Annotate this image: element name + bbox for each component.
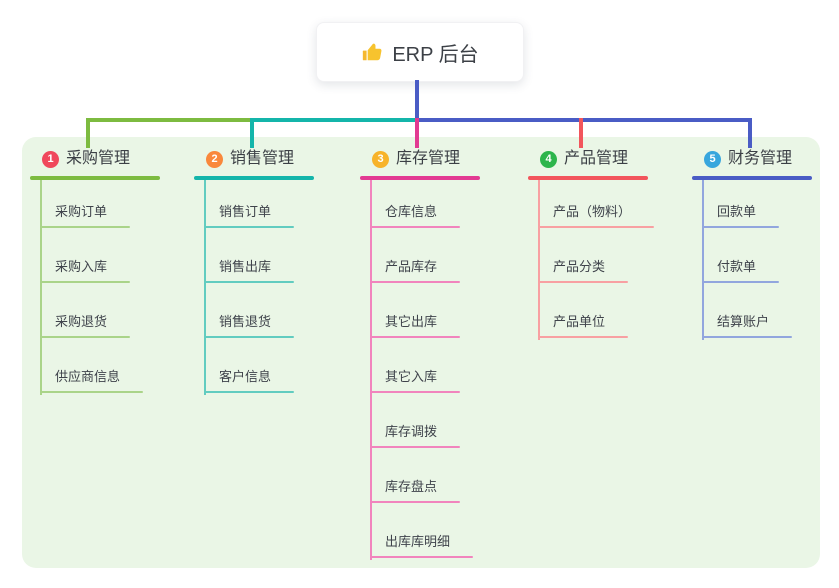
child-item[interactable]: 其它入库 [385,369,438,384]
child-item[interactable]: 回款单 [717,204,757,219]
children-rail-3 [370,180,372,560]
child-underline [40,226,130,228]
child-underline [702,226,779,228]
child-item[interactable]: 结算账户 [717,314,770,329]
child-underline [204,336,294,338]
branch-underline-4 [528,176,648,180]
root-connector-line [415,80,419,120]
child-item[interactable]: 采购入库 [55,259,108,274]
branch-header-5[interactable]: 财务管理 [728,150,793,167]
children-rail-5 [702,180,704,340]
child-item[interactable]: 产品单位 [553,314,606,329]
branch-underline-2 [194,176,314,180]
child-underline [370,556,473,558]
root-topic-label: ERP 后台 [392,43,479,66]
child-item[interactable]: 仓库信息 [385,204,438,219]
thumbs-up-icon [361,41,383,63]
mindmap-panel [22,137,820,568]
child-underline [40,281,130,283]
child-underline [538,281,628,283]
branch-badge-5: 5 [704,151,721,168]
child-item[interactable]: 库存盘点 [385,479,438,494]
branch-underline-1 [30,176,160,180]
child-item[interactable]: 产品库存 [385,259,438,274]
child-item[interactable]: 供应商信息 [55,369,121,384]
branch-drop-line-2 [250,118,254,148]
child-item[interactable]: 采购订单 [55,204,108,219]
children-rail-1 [40,180,42,395]
child-item[interactable]: 销售订单 [219,204,272,219]
child-item[interactable]: 采购退货 [55,314,108,329]
root-topic[interactable]: ERP 后台 [316,22,524,82]
child-underline [370,336,460,338]
child-item[interactable]: 产品分类 [553,259,606,274]
child-underline [538,226,654,228]
branch-drop-line-1 [86,118,90,148]
child-item[interactable]: 其它出库 [385,314,438,329]
child-underline [702,281,779,283]
branch-drop-line-3 [415,118,419,148]
child-underline [40,336,130,338]
child-underline [370,501,460,503]
branch-rail-segment-1 [86,118,254,122]
branch-drop-line-4 [579,118,583,148]
child-underline [538,336,628,338]
branch-header-4[interactable]: 产品管理 [564,150,629,167]
child-underline [204,226,294,228]
branch-underline-5 [692,176,812,180]
child-item[interactable]: 出库库明细 [385,534,451,549]
child-underline [702,336,792,338]
child-underline [370,391,460,393]
branch-badge-4: 4 [540,151,557,168]
child-item[interactable]: 客户信息 [219,369,272,384]
child-item[interactable]: 产品（物料） [553,204,632,219]
branch-badge-3: 3 [372,151,389,168]
child-item[interactable]: 付款单 [717,259,757,274]
branch-underline-3 [360,176,480,180]
child-underline [370,446,460,448]
branch-header-3[interactable]: 库存管理 [396,150,461,167]
child-underline [370,281,460,283]
child-item[interactable]: 销售出库 [219,259,272,274]
child-item[interactable]: 库存调拨 [385,424,438,439]
branch-rail-segment-2 [254,118,418,122]
children-rail-4 [538,180,540,340]
child-item[interactable]: 销售退货 [219,314,272,329]
child-underline [370,226,460,228]
child-underline [40,391,143,393]
child-underline [204,391,294,393]
branch-rail-segment-3 [418,118,752,122]
child-underline [204,281,294,283]
branch-header-1[interactable]: 采购管理 [66,150,131,167]
branch-drop-line-5 [748,118,752,148]
children-rail-2 [204,180,206,395]
branch-badge-2: 2 [206,151,223,168]
branch-header-2[interactable]: 销售管理 [230,150,295,167]
branch-badge-1: 1 [42,151,59,168]
